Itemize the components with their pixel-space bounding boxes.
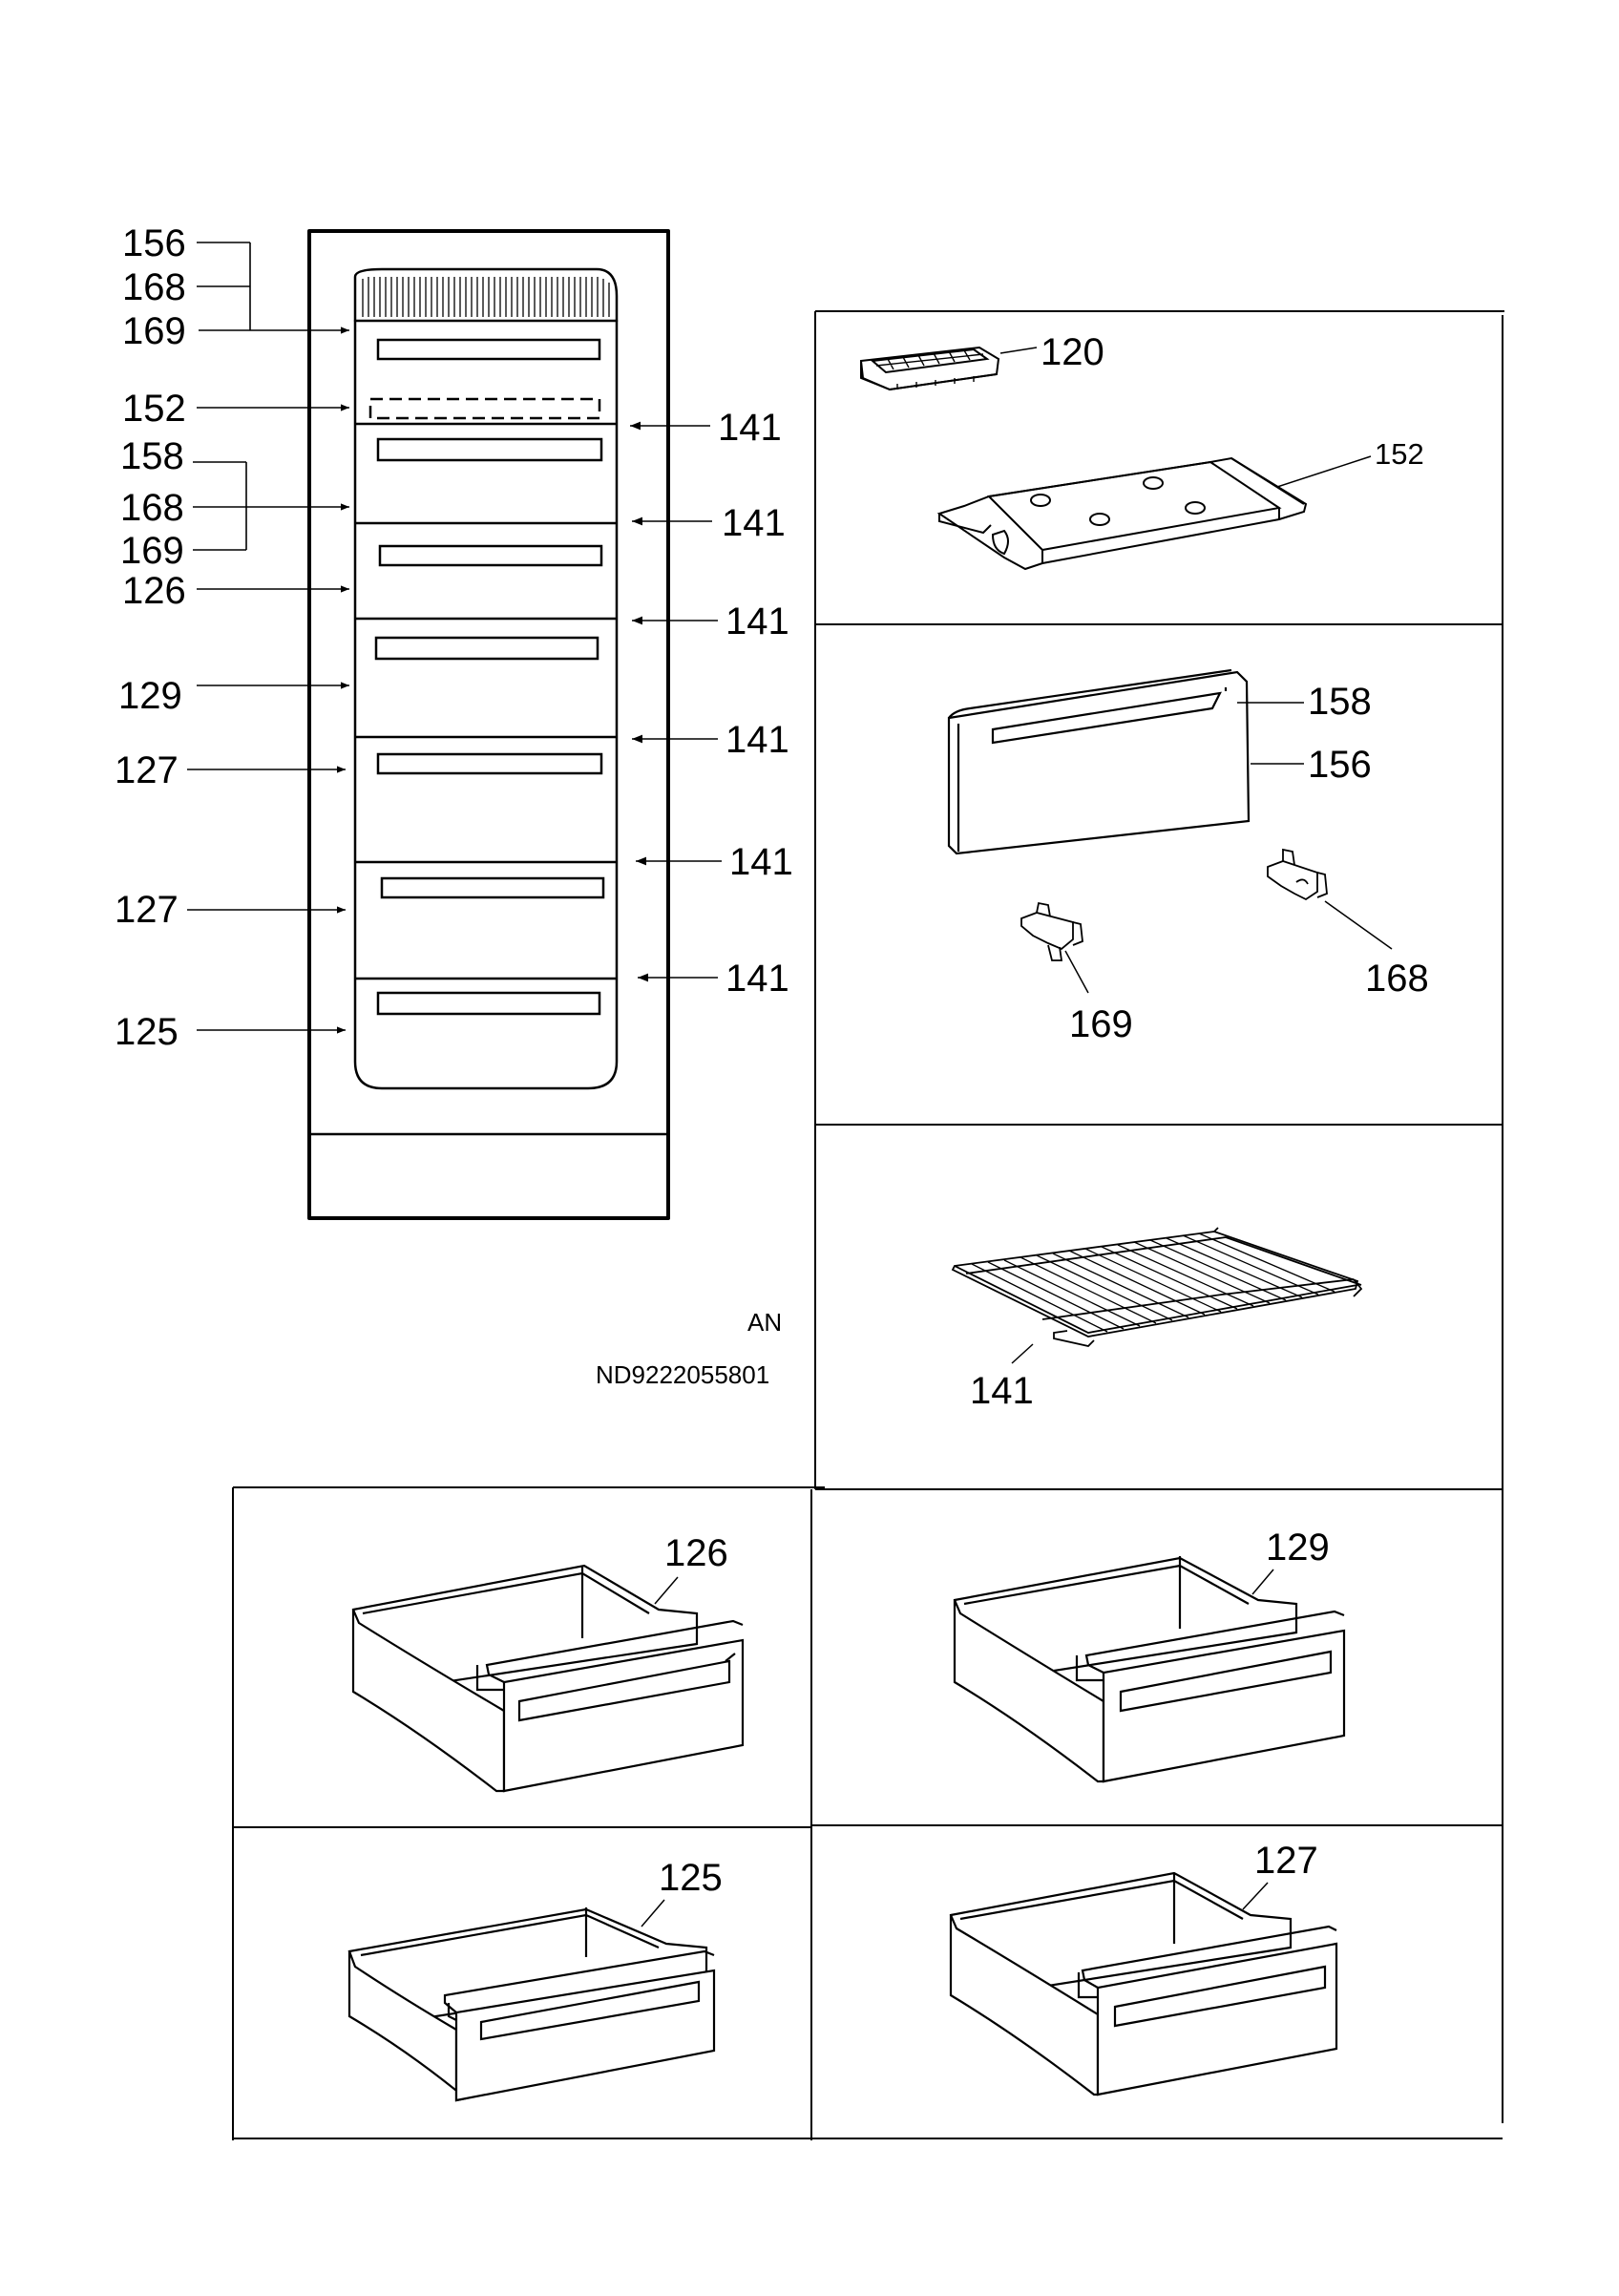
label-141: 141 [725,719,789,761]
drawer-handle-slots [374,338,605,1016]
label-158: 158 [1308,681,1372,723]
freezer-liner [353,267,619,1090]
leader-152 [1276,455,1372,488]
ice-tray-shelf [936,456,1308,571]
label-127: 127 [115,889,179,931]
label-129: 129 [118,675,182,717]
label-169: 169 [122,310,186,352]
label-127: 127 [1254,1840,1318,1882]
leader-169 [1064,950,1089,994]
label-126: 126 [664,1532,728,1574]
label-126: 126 [122,570,186,612]
label-168: 168 [122,266,186,308]
leader-141 [1011,1343,1034,1364]
hinge-169 [1020,901,1083,961]
label-141: 141 [729,841,793,883]
label-152: 152 [122,388,186,430]
label-152: 152 [1375,437,1424,471]
drawer-127 [949,1871,1338,2096]
label-156: 156 [1308,744,1372,786]
leader-125 [641,1899,665,1927]
drawer-129 [953,1556,1346,1783]
compartment-dividers [355,422,617,980]
overview-left-labels: 156 168 169 152 158 168 169 126 129 127 … [115,222,186,1053]
label-120: 120 [1041,331,1104,373]
label-168: 168 [120,487,184,529]
freezer-cabinet-overview [307,229,670,1220]
drawer-125 [347,1907,716,2102]
right-callout-lines [630,421,722,982]
label-169: 169 [120,530,184,572]
ice-cube-tray [860,346,1000,391]
label-141: 141 [722,502,786,544]
ice-tray-shelf-position [368,397,601,420]
label-125: 125 [115,1011,179,1053]
hinge-168 [1267,848,1328,901]
leader-129 [1251,1569,1274,1595]
label-141: 141 [970,1370,1034,1412]
freezer-flap [947,668,1251,855]
label-158: 158 [120,435,184,477]
label-168: 168 [1365,958,1429,1000]
label-141: 141 [718,407,782,449]
label-129: 129 [1266,1527,1330,1569]
label-125: 125 [659,1857,723,1899]
drawing-number: ND9222055801 [596,1360,769,1389]
leader-168 [1324,900,1393,950]
label-169: 169 [1069,1003,1133,1045]
leader-127 [1242,1882,1269,1910]
drawer-126 [351,1564,745,1793]
wire-shelf [951,1227,1363,1347]
left-callout-lines [187,242,349,1034]
variant-code: AN [747,1308,782,1337]
label-141: 141 [725,600,789,642]
evaporator-grille [362,277,610,317]
panel-frames [232,310,1504,2140]
label-156: 156 [122,222,186,264]
label-141: 141 [725,958,789,1000]
label-127: 127 [115,749,179,791]
overview-right-labels: 141 141 141 141 141 141 [718,407,793,1000]
leader-120 [999,347,1038,354]
leader-126 [654,1576,679,1605]
